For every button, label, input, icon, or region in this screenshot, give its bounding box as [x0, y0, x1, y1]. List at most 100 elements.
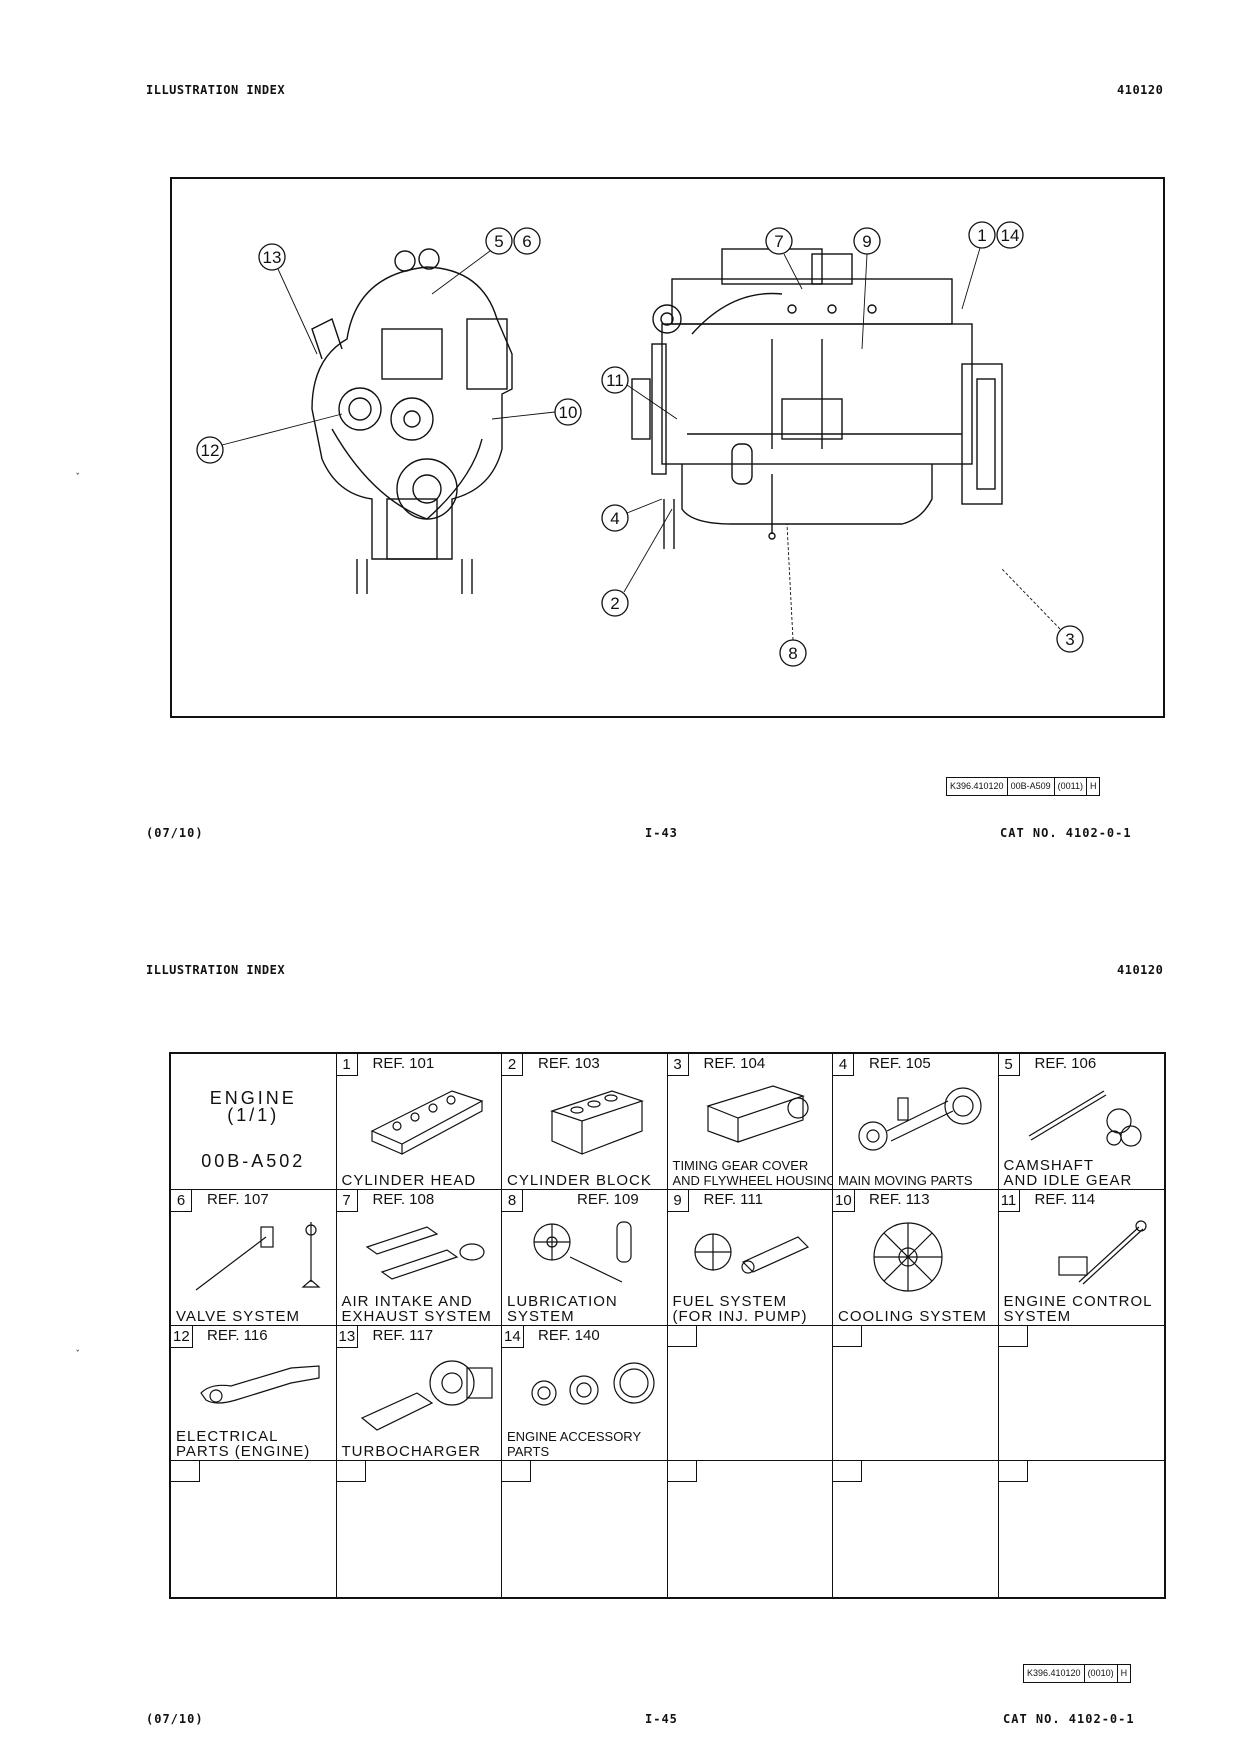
callout-3: 3 [1065, 630, 1074, 649]
item-caption: TURBOCHARGER [341, 1443, 482, 1461]
item-number: 7 [336, 1189, 358, 1212]
index-item[interactable]: 1 REF. 101 CYLINDER HEAD [336, 1054, 502, 1190]
empty-cell [833, 1325, 999, 1462]
item-number: 8 [502, 1189, 523, 1212]
air-intake-exhaust-illustration [365, 1226, 485, 1280]
callout-5: 5 [494, 232, 503, 251]
item-ref: REF. 101 [372, 1055, 435, 1072]
footer-page: I-45 [645, 1712, 678, 1726]
item-number: 5 [998, 1054, 1020, 1076]
margin-mark: ˇ [75, 1350, 81, 1360]
item-ref: REF. 140 [538, 1326, 600, 1344]
callout-14: 14 [1001, 226, 1020, 245]
item-ref: REF. 117 [372, 1326, 434, 1344]
callout-7: 7 [774, 232, 783, 251]
ref-revision: (0010) [1085, 1665, 1118, 1682]
empty-number-box [336, 1461, 366, 1483]
callout-13: 13 [263, 248, 282, 267]
index-grid: ENGINE (1/1) 00B-A502 1 REF. 101 CYLINDE… [169, 1052, 1166, 1599]
valve-system-illustration [195, 1221, 321, 1291]
engine-drawing: 13 5 6 7 9 1 14 11 10 12 4 2 8 3 [196, 221, 1084, 667]
empty-number-box [667, 1325, 697, 1347]
item-caption: FUEL SYSTEM(FOR INJ. PUMP) [672, 1292, 808, 1325]
callout-2: 2 [610, 594, 619, 613]
empty-cell [171, 1461, 337, 1597]
item-ref: REF. 109 [577, 1190, 639, 1208]
item-number: 11 [998, 1189, 1020, 1212]
index-item[interactable]: 2 REF. 103 CYLINDER BLOCK [502, 1054, 668, 1190]
item-number: 6 [171, 1189, 192, 1212]
item-caption: CYLINDER BLOCK [507, 1171, 652, 1189]
ref-letter: H [1120, 1668, 1128, 1678]
callout-9: 9 [862, 232, 871, 251]
cylinder-head-illustration [370, 1090, 484, 1155]
empty-number-box [833, 1461, 862, 1483]
item-number: 1 [336, 1054, 358, 1076]
item-number: 14 [502, 1325, 524, 1348]
callout-4: 4 [610, 509, 619, 528]
timing-gear-cover-illustration [705, 1085, 809, 1143]
empty-cell [667, 1461, 833, 1597]
main-moving-parts-illustration [858, 1087, 982, 1151]
page-header-title: ILLUSTRATION INDEX [146, 83, 286, 97]
item-ref: REF. 108 [372, 1190, 435, 1208]
footer-date: (07/10) [146, 826, 204, 840]
callout-8: 8 [788, 644, 797, 663]
empty-cell [502, 1461, 668, 1597]
engine-title: ENGINE (1/1) [171, 1088, 336, 1124]
item-caption: CYLINDER HEAD [341, 1171, 477, 1189]
callout-1: 1 [977, 226, 986, 245]
empty-cell [336, 1461, 502, 1597]
ref-drawing-no: 00B-A509 [1008, 778, 1055, 795]
empty-cell [998, 1325, 1164, 1462]
footer-date: (07/10) [146, 1712, 204, 1726]
item-caption: COOLING SYSTEM [838, 1307, 988, 1325]
item-number: 3 [667, 1054, 689, 1076]
item-number: 9 [667, 1189, 689, 1212]
callout-6: 6 [522, 232, 531, 251]
item-ref: REF. 103 [538, 1055, 600, 1072]
engine-cell: ENGINE (1/1) 00B-A502 [171, 1054, 337, 1190]
index-item[interactable]: 10 REF. 113 COOLING SYSTEM [833, 1189, 999, 1326]
empty-cell [998, 1461, 1165, 1597]
engine-label: ENGINE [209, 1088, 297, 1108]
lubrication-illustration [533, 1221, 632, 1283]
item-number: 13 [336, 1325, 359, 1348]
item-number: 2 [502, 1054, 523, 1076]
index-item[interactable]: 4 REF. 105 MAIN MOVING PARTS [833, 1054, 999, 1190]
engine-accessory-illustration [531, 1361, 655, 1406]
item-ref: REF. 106 [1034, 1055, 1097, 1072]
item-ref: REF. 104 [703, 1055, 766, 1072]
empty-number-box [667, 1461, 697, 1483]
item-ref: REF. 113 [869, 1190, 930, 1208]
index-item[interactable]: 9 REF. 111 FUEL SYSTEM(FOR INJ. PUMP) [667, 1189, 833, 1326]
item-ref: REF. 105 [869, 1055, 931, 1072]
item-ref: REF. 114 [1034, 1190, 1096, 1208]
empty-number-box [833, 1325, 862, 1347]
index-item[interactable]: 13 REF. 117 TURBOCHARGER [336, 1325, 502, 1462]
electrical-parts-illustration [200, 1364, 320, 1404]
engine-control-illustration [1057, 1220, 1147, 1285]
empty-number-box [171, 1461, 200, 1483]
ref-catalog: K396.410120 [1024, 1665, 1085, 1682]
callout-12: 12 [201, 441, 220, 460]
cooling-fan-illustration [873, 1222, 943, 1292]
index-item[interactable]: 6 REF. 107 VALVE SYSTEM [171, 1189, 337, 1326]
item-ref: REF. 111 [703, 1190, 763, 1208]
camshaft-illustration [1028, 1090, 1142, 1147]
item-number: 4 [833, 1054, 854, 1076]
